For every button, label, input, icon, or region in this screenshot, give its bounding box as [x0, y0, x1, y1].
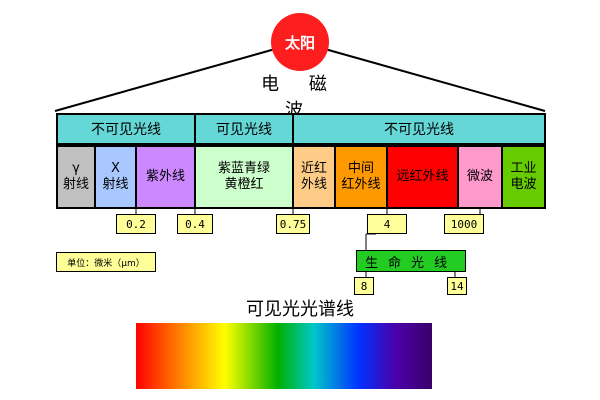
unit-label: 单位：微米（μm） [56, 252, 156, 272]
sun-label: 太阳 [284, 33, 315, 52]
band-gamma: γ 射线 [56, 145, 96, 209]
marker-0-2: 0.2 [116, 214, 156, 234]
band-uv-line1: 紫外线 [145, 169, 185, 184]
header-invisible-right: 不可见光线 [292, 113, 546, 145]
band-visible-line2: 黄橙红 [224, 177, 264, 192]
band-near-ir-line2: 外线 [300, 177, 327, 192]
band-xray-line1: X [111, 161, 120, 176]
marker-0-75: 0.75 [276, 214, 310, 234]
marker-4: 4 [367, 214, 407, 234]
band-industrial-line1: 工业 [510, 161, 537, 176]
band-mid-ir-line2: 红外线 [341, 177, 381, 192]
band-industrial: 工业 电波 [501, 145, 546, 209]
band-microwave-line1: 微波 [466, 169, 493, 184]
marker-1000: 1000 [444, 214, 484, 234]
band-xray-line2: 射线 [102, 177, 129, 192]
marker-0-4: 0.4 [177, 214, 213, 234]
life-ray-band: 生命光线 [356, 250, 466, 272]
marker-14: 14 [447, 277, 467, 295]
band-near-ir: 近红 外线 [292, 145, 336, 209]
band-near-ir-line1: 近红 [300, 161, 327, 176]
em-wave-triangle [54, 41, 546, 112]
band-far-ir-line1: 远红外线 [396, 169, 449, 184]
spectrum-title: 可见光光谱线 [246, 299, 354, 320]
band-gamma-line1: γ [72, 161, 80, 176]
band-gamma-line2: 射线 [62, 177, 89, 192]
marker-8: 8 [354, 277, 374, 295]
visible-spectrum-bar [136, 323, 432, 389]
band-visible: 紫蓝青绿 黄橙红 [194, 145, 294, 209]
band-visible-line1: 紫蓝青绿 [217, 161, 270, 176]
band-far-ir: 远红外线 [386, 145, 459, 209]
band-industrial-line2: 电波 [510, 177, 537, 192]
header-visible: 可见光线 [194, 113, 294, 145]
sun-circle: 太阳 [271, 13, 329, 71]
band-mid-ir-line1: 中间 [347, 161, 374, 176]
band-uv: 紫外线 [135, 145, 196, 209]
